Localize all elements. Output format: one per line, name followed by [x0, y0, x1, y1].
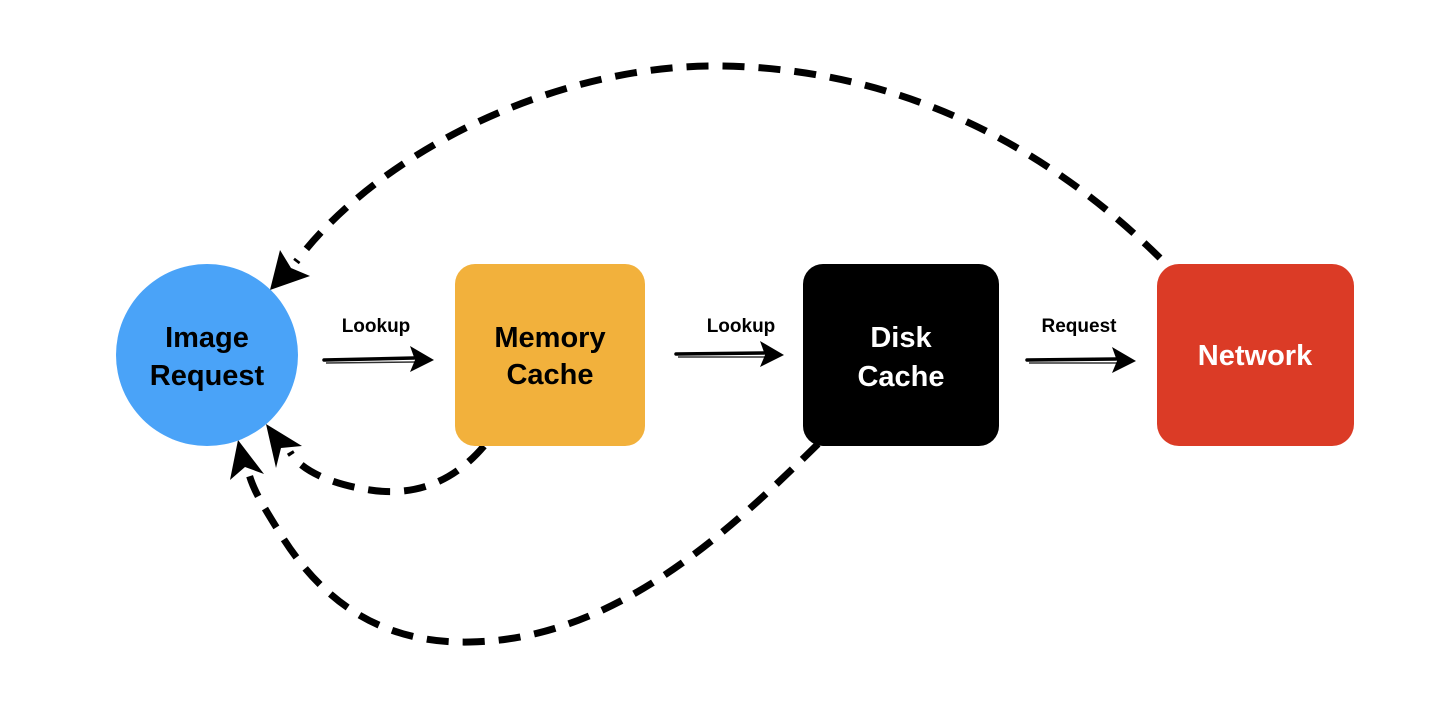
- dashed-arrow-disk-to-request: [244, 441, 821, 646]
- edge-label-lookup-1: Lookup: [342, 316, 411, 337]
- node-disk-cache-label-line1: Disk: [870, 322, 932, 354]
- arrowhead-network-return: [270, 250, 310, 290]
- return-edge-network-to-request: [270, 62, 1163, 290]
- return-edge-memory-to-request: [266, 424, 487, 496]
- arrow-memory-to-disk: [674, 351, 766, 356]
- node-memory-cache-label-line1: Memory: [494, 322, 605, 354]
- arrowhead-memory-return: [266, 424, 302, 468]
- arrowhead-disk-return: [230, 440, 264, 480]
- edge-label-request: Request: [1042, 316, 1118, 337]
- edge-label-lookup-2: Lookup: [707, 316, 776, 337]
- node-memory-cache-label-line2: Cache: [506, 359, 593, 391]
- edge-disk-to-network: Request: [1025, 316, 1136, 373]
- dashed-arrow-network-to-request: [293, 62, 1163, 265]
- arrow-disk-to-network: [1025, 357, 1118, 362]
- arrow-request-to-memory: [322, 356, 416, 362]
- node-network: Network: [1157, 264, 1354, 446]
- node-image-request-label-line1: Image: [165, 322, 249, 354]
- dashed-arrow-memory-to-request: [286, 443, 487, 496]
- node-disk-cache-label-line2: Cache: [857, 361, 944, 393]
- edge-memory-to-disk: Lookup: [674, 316, 784, 367]
- node-network-label: Network: [1198, 340, 1313, 372]
- node-memory-cache: Memory Cache: [455, 264, 645, 446]
- return-edge-disk-to-request: [230, 440, 821, 646]
- node-image-request-label-line2: Request: [150, 360, 265, 392]
- node-image-request: Image Request: [116, 264, 298, 446]
- edge-request-to-memory: Lookup: [322, 316, 434, 372]
- node-disk-cache: Disk Cache: [803, 264, 999, 446]
